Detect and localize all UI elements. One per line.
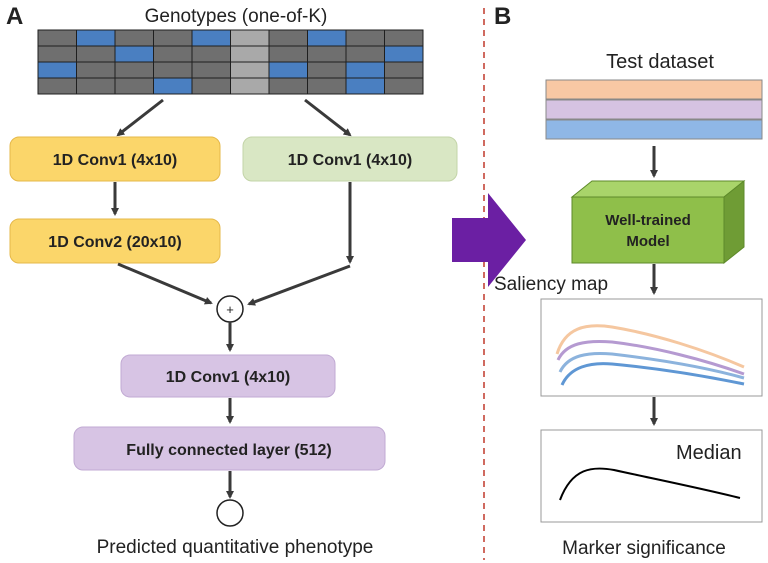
genotype-cell (76, 61, 116, 79)
genotype-cell (230, 29, 270, 47)
marker-significance-label: Marker significance (562, 538, 726, 559)
genotype-cell (37, 77, 77, 95)
genotype-cell (384, 29, 424, 47)
transition-arrow (452, 193, 526, 287)
genotype-cell (191, 29, 231, 47)
genotype-cell (114, 61, 154, 79)
model-box: Well-trained Model (570, 179, 746, 265)
genotype-cell (153, 45, 193, 63)
genotype-cell (345, 45, 385, 63)
genotype-cell (345, 29, 385, 47)
genotype-cell (114, 45, 154, 63)
genotype-cell (230, 61, 270, 79)
saliency-curve (558, 352, 745, 380)
genotype-cell (230, 77, 270, 95)
saliency-curve (560, 362, 745, 386)
genotype-cell (307, 29, 347, 47)
genotype-cell (153, 61, 193, 79)
output-label: Predicted quantitative phenotype (97, 537, 374, 558)
model-label-line2: Model (626, 233, 669, 250)
genotype-cell (153, 77, 193, 95)
genotype-cell (191, 61, 231, 79)
genotype-cell (114, 29, 154, 47)
genotype-cell (114, 77, 154, 95)
test-dataset-stack (545, 79, 763, 140)
merge-node: + (216, 295, 244, 323)
left-conv1-box: 1D Conv1 (4x10) (9, 136, 221, 182)
arrow-left-to-merge (117, 262, 213, 305)
genotype-cell (268, 61, 308, 79)
genotype-cell (268, 77, 308, 95)
genotype-cell (153, 29, 193, 47)
saliency-curve (555, 324, 745, 369)
arrow-grid-to-right (304, 98, 352, 137)
genotype-cell (37, 45, 77, 63)
fc-layer-label: Fully connected layer (512) (126, 442, 331, 459)
genotype-cell (345, 77, 385, 95)
saliency-curve (556, 340, 745, 376)
genotype-cell (191, 77, 231, 95)
merge-symbol: + (226, 302, 234, 317)
dataset-bar (545, 79, 763, 100)
genotype-cell (384, 61, 424, 79)
genotype-cell (37, 29, 77, 47)
post-merge-conv-box: 1D Conv1 (4x10) (120, 354, 336, 398)
genotype-cell (230, 45, 270, 63)
genotype-cell (76, 45, 116, 63)
post-merge-conv-label: 1D Conv1 (4x10) (166, 369, 291, 386)
dataset-bar (545, 99, 763, 120)
genotype-grid (37, 29, 424, 95)
genotype-cell (384, 77, 424, 95)
genotype-cell (384, 45, 424, 63)
genotype-cell (37, 61, 77, 79)
left-conv2-label: 1D Conv2 (20x10) (48, 234, 181, 251)
left-conv1-label: 1D Conv1 (4x10) (53, 152, 178, 169)
test-dataset-label: Test dataset (606, 51, 714, 73)
output-node (216, 499, 244, 527)
model-label-line1: Well-trained (605, 212, 691, 229)
dataset-bar (545, 119, 763, 140)
genotype-cell (76, 77, 116, 95)
panel-b-letter: B (494, 3, 511, 30)
marker-significance-box (540, 429, 763, 523)
saliency-label: Saliency map (494, 274, 608, 295)
median-label: Median (676, 442, 742, 464)
arrow-right-to-merge (247, 264, 351, 306)
right-conv1-box: 1D Conv1 (4x10) (242, 136, 458, 182)
fc-layer-box: Fully connected layer (512) (73, 426, 386, 471)
left-conv2-box: 1D Conv2 (20x10) (9, 218, 221, 264)
genotype-cell (307, 77, 347, 95)
arrow-grid-to-left (116, 98, 164, 137)
genotype-cell (307, 45, 347, 63)
genotype-cell (307, 61, 347, 79)
right-conv1-label: 1D Conv1 (4x10) (288, 152, 413, 169)
genotype-cell (268, 29, 308, 47)
genotype-cell (191, 45, 231, 63)
saliency-curves (555, 324, 745, 386)
genotype-cell (345, 61, 385, 79)
median-curve (559, 467, 741, 501)
genotype-cell (268, 45, 308, 63)
genotype-title: Genotypes (one-of-K) (145, 6, 328, 27)
panel-a-letter: A (6, 3, 23, 30)
genotype-cell (76, 29, 116, 47)
